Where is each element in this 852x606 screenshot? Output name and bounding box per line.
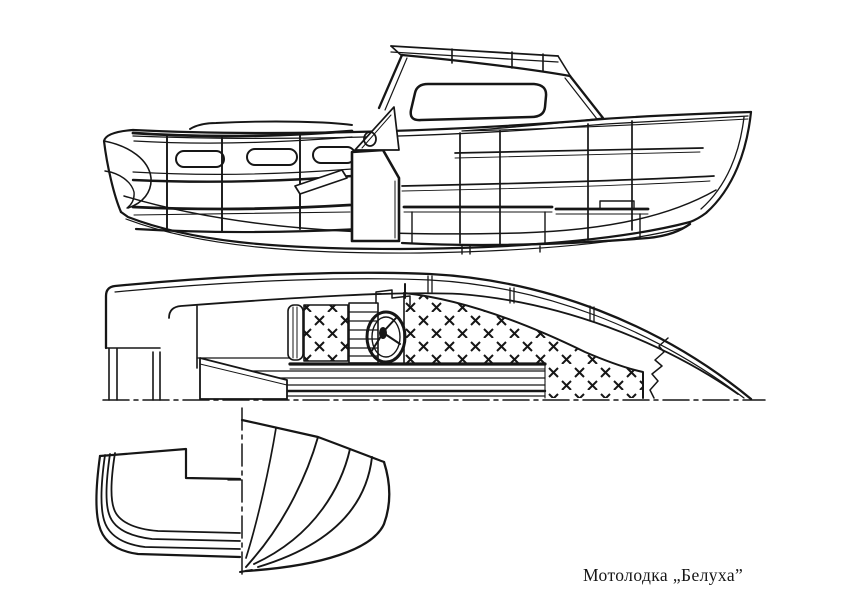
berth-step bbox=[599, 200, 635, 210]
figure-caption: Мотолодка „Белуха” bbox=[583, 565, 743, 585]
sheer-line-third bbox=[461, 118, 749, 132]
stringer-1 bbox=[454, 147, 704, 154]
roof-rail bbox=[390, 45, 572, 78]
coaming-raised bbox=[189, 120, 353, 130]
cabin-roof bbox=[400, 53, 572, 78]
aft-seat-top bbox=[131, 203, 352, 211]
motor-well-curve bbox=[103, 140, 152, 209]
seat-legs bbox=[411, 211, 546, 244]
steering-wheel bbox=[365, 310, 407, 364]
body-plan-view bbox=[95, 407, 391, 579]
deck-break-line bbox=[461, 117, 604, 132]
cabin-aft-wall2 bbox=[384, 57, 408, 111]
small-cushion bbox=[303, 304, 349, 362]
floor-feet bbox=[461, 245, 541, 255]
windscreen-profile bbox=[354, 106, 400, 151]
fwd-floor bbox=[400, 222, 692, 247]
transom-plan bbox=[105, 347, 161, 401]
break-line bbox=[649, 337, 669, 399]
side-elevation-view bbox=[102, 45, 753, 255]
forward-sections bbox=[239, 418, 391, 573]
stem-inner bbox=[700, 116, 745, 210]
deck-outline bbox=[104, 271, 753, 401]
berth-hatched-area bbox=[404, 293, 643, 398]
deck-outline-inner bbox=[114, 278, 745, 399]
windscreen-inner bbox=[361, 114, 392, 149]
deck-frame-ticks bbox=[427, 275, 595, 323]
coaming-plan bbox=[168, 292, 739, 395]
cabin-aft-wall bbox=[377, 53, 404, 110]
coaming-top2 bbox=[133, 136, 353, 144]
wheel-hub bbox=[379, 327, 387, 339]
stem bbox=[688, 110, 753, 224]
plan-view bbox=[102, 271, 766, 401]
helm-wheel-profile bbox=[363, 131, 377, 147]
panel-line bbox=[132, 168, 353, 175]
side-slots bbox=[175, 146, 356, 168]
keel-line bbox=[119, 210, 692, 251]
dashboard-louvers bbox=[348, 311, 379, 357]
wedge-inner bbox=[199, 363, 288, 386]
stringer-1b bbox=[454, 151, 701, 159]
windshield bbox=[568, 74, 605, 120]
sheer-line bbox=[131, 110, 753, 135]
stringer-2b bbox=[401, 180, 711, 192]
aft-sections bbox=[95, 447, 243, 559]
cabin-window bbox=[409, 82, 548, 122]
bench-roll-end bbox=[287, 304, 304, 361]
helm-console bbox=[350, 148, 401, 243]
stringer-2 bbox=[401, 175, 715, 187]
fwd-frames bbox=[459, 120, 633, 245]
coaming-top bbox=[131, 129, 354, 138]
berth-boundary bbox=[403, 292, 644, 399]
chine-line bbox=[123, 189, 717, 235]
motor-well-curve2 bbox=[104, 170, 135, 209]
corner-wedge bbox=[199, 357, 288, 400]
windshield-inner bbox=[564, 77, 598, 120]
aft-seat-bottom bbox=[133, 211, 351, 216]
seat-back-blade bbox=[294, 169, 348, 195]
